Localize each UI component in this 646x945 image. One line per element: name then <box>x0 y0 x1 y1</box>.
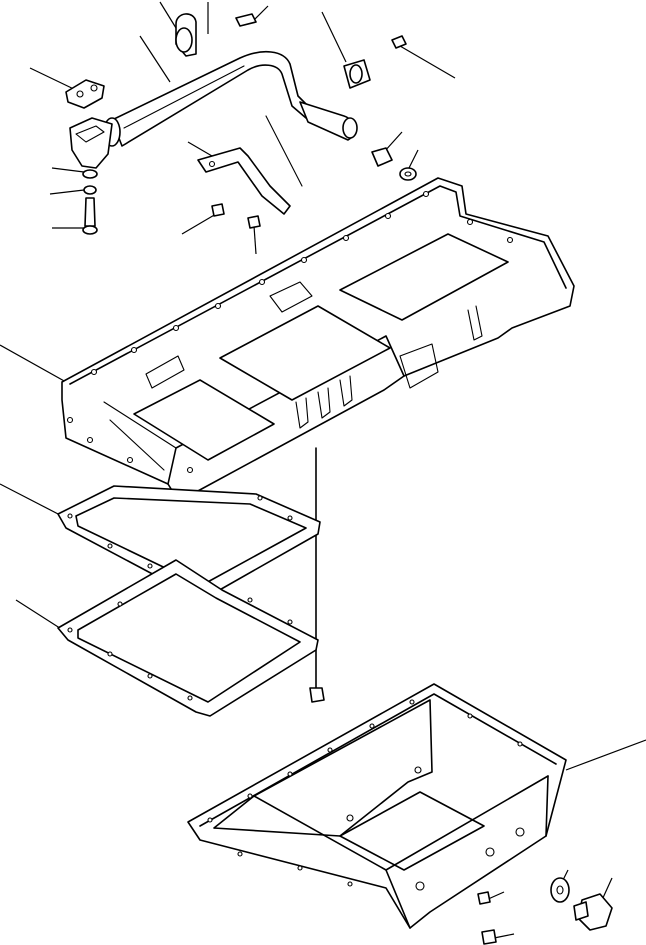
leader-line <box>51 167 85 173</box>
pipe-clamp-right <box>343 35 407 89</box>
leader-line <box>15 599 67 633</box>
leader-line <box>181 213 217 235</box>
bolt <box>84 197 96 227</box>
small-bolt <box>477 891 491 905</box>
pipe-body <box>111 51 311 147</box>
gasket-bolt-holes <box>67 597 293 701</box>
leader-line <box>159 1 177 29</box>
washer-inner <box>404 171 412 177</box>
gasket-lower <box>57 559 319 717</box>
pipe-highlight <box>123 65 245 129</box>
clamp-bolt <box>391 35 407 49</box>
upper-pan-inner-wall <box>103 401 177 471</box>
bracket-stay <box>265 115 303 187</box>
hardware-left <box>82 169 98 235</box>
leader-line <box>407 149 419 171</box>
pan-inner-floor <box>339 791 485 871</box>
pan-hole <box>485 847 495 857</box>
leader-line <box>0 344 67 383</box>
nut <box>211 203 225 217</box>
pipe-bracket <box>197 115 303 229</box>
pan-hole <box>515 827 525 837</box>
leader-line <box>49 189 85 195</box>
rim-bolt-holes <box>66 190 514 474</box>
nut <box>83 185 97 195</box>
washer <box>82 169 98 179</box>
gasket-upper <box>57 485 321 601</box>
rib <box>317 387 331 419</box>
pan-hole <box>346 814 354 822</box>
chamber <box>133 379 275 461</box>
gasket-inner <box>75 497 307 585</box>
rib <box>399 343 439 389</box>
oil-pan-upper <box>61 177 575 501</box>
leader-line <box>187 141 213 157</box>
leader-line <box>253 225 257 255</box>
bracket-hole <box>208 160 216 168</box>
rib <box>145 355 185 389</box>
bolt-head <box>309 687 325 703</box>
clamp-ring <box>349 64 363 84</box>
leader-line <box>565 739 646 771</box>
clamp-bolt <box>235 13 257 27</box>
flange-body <box>69 117 113 169</box>
pan-side <box>385 775 549 929</box>
plug-washer <box>399 167 417 181</box>
drain-plug-lower <box>477 877 613 945</box>
long-bolt <box>309 447 325 703</box>
gasket-hole <box>90 84 98 92</box>
pan-hole <box>415 881 425 891</box>
pan-hole <box>414 766 422 774</box>
drain-plug-thread <box>573 901 589 921</box>
strainer-flange <box>65 79 113 169</box>
leader-line <box>493 933 515 939</box>
leader-line <box>0 483 63 517</box>
gasket-plate <box>65 79 105 109</box>
bracket-body <box>197 147 291 215</box>
washer-inner <box>556 885 564 895</box>
oil-pipe <box>103 51 358 147</box>
small-bolt <box>481 929 497 945</box>
flange-face <box>75 125 105 143</box>
gasket-inner <box>77 573 301 703</box>
leader-line <box>139 35 171 83</box>
oil-pan-lower <box>187 683 567 929</box>
pan-rim-bolt-holes <box>207 699 523 887</box>
rib <box>339 375 353 407</box>
chamber <box>219 305 391 401</box>
upper-pan-rim <box>69 185 567 385</box>
rib <box>269 281 313 313</box>
plug-body <box>371 147 393 167</box>
drain-washer <box>550 877 570 903</box>
gasket-hole <box>76 90 84 98</box>
chamber <box>339 233 509 321</box>
leader-line <box>399 45 456 79</box>
leader-line <box>601 877 613 901</box>
clamp-ring <box>175 27 193 53</box>
rib <box>295 397 309 429</box>
bolt-head <box>82 225 98 235</box>
leader-line <box>321 11 347 63</box>
gasket-bolt-holes <box>67 495 293 569</box>
pipe-end-opening <box>342 117 358 139</box>
nut <box>247 215 261 229</box>
pipe-clamp-top <box>175 13 257 57</box>
rib <box>467 305 483 341</box>
plug-upper <box>371 147 417 181</box>
